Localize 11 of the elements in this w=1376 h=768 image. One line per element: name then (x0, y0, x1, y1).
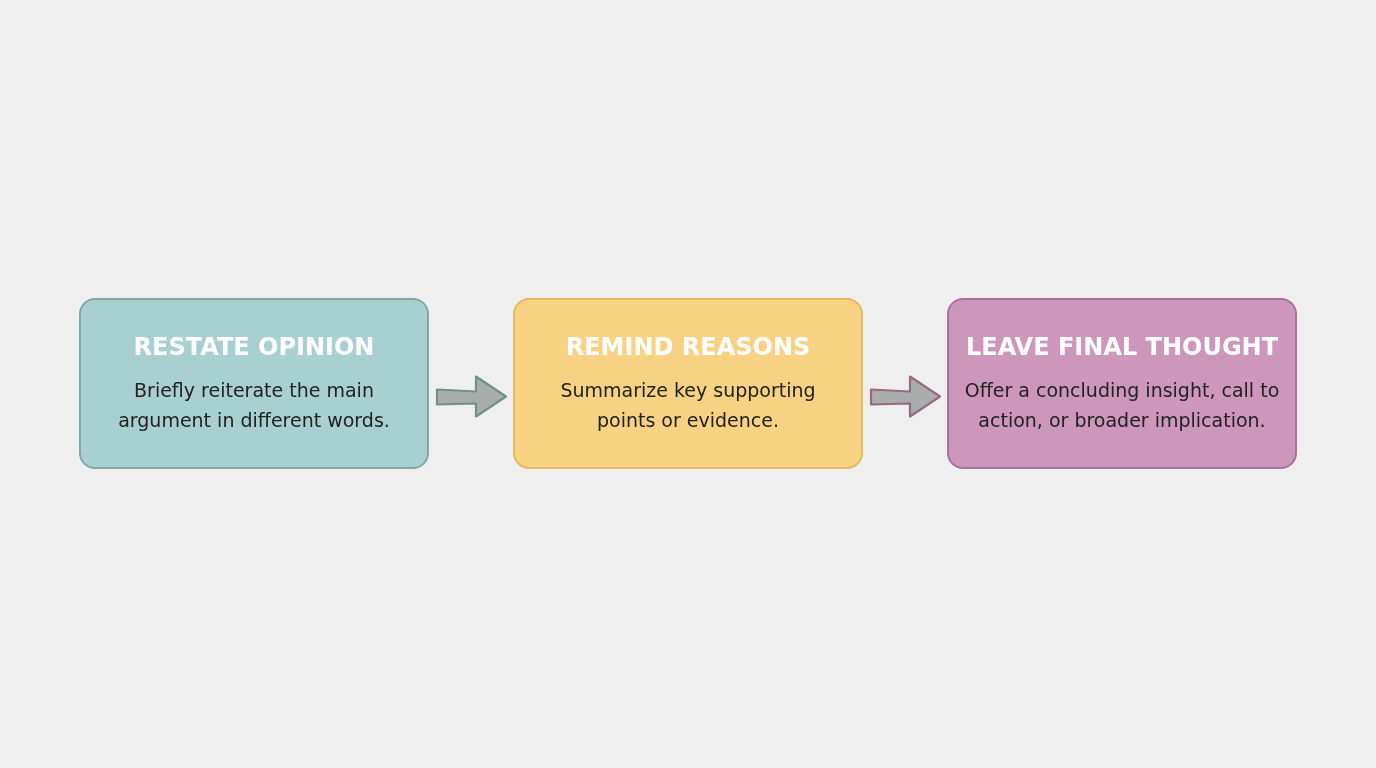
block-arrow (869, 375, 942, 418)
box-description: Summarize key supporting points or evidence. (559, 377, 817, 433)
box-title: REMIND REASONS (565, 332, 811, 361)
process-box (513, 298, 863, 469)
process-box (79, 298, 429, 469)
process-box (947, 298, 1297, 469)
box-description: Offer a concluding insight, call to action, or broader implication. (963, 377, 1281, 433)
block-arrow (435, 375, 508, 418)
box-description: Briefly reiterate the main argument in different words. (117, 377, 391, 433)
box-title: LEAVE FINAL THOUGHT (965, 332, 1279, 361)
box-title: RESTATE OPINION (133, 332, 375, 361)
